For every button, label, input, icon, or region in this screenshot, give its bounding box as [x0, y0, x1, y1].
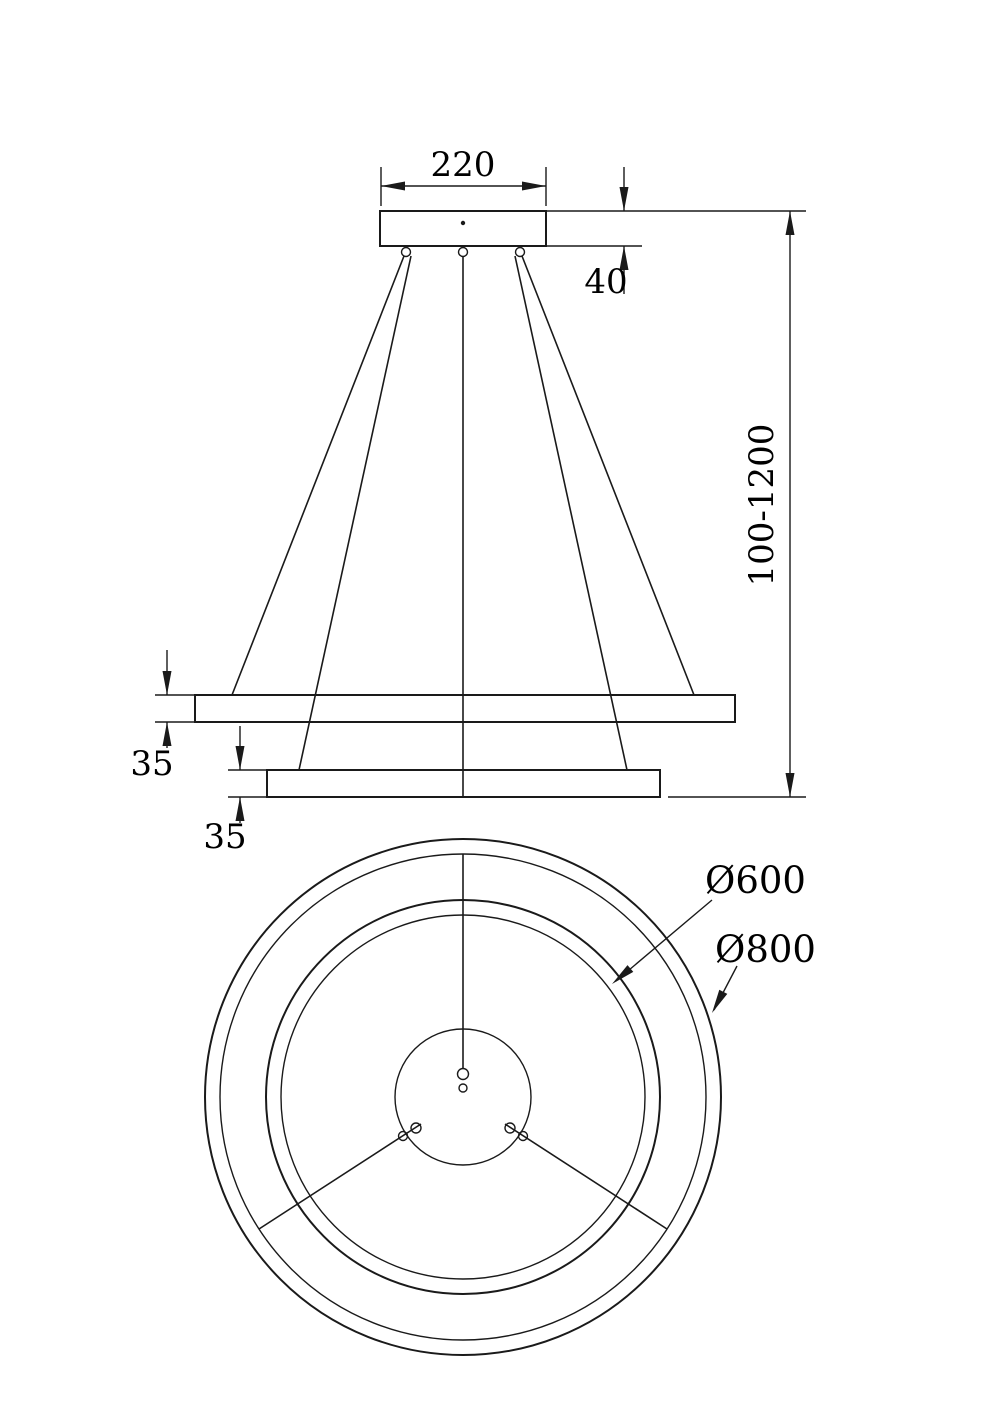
front-view: 220 40 100-1200 35 [130, 145, 806, 857]
plan-eyelet-top-b [458, 1083, 468, 1093]
outer-ring-outer-edge [204, 838, 722, 1356]
dim-text-canopy-height: 40 [584, 262, 627, 302]
arrowhead-down [619, 187, 629, 211]
arrowhead-left [381, 181, 405, 191]
suspension-wire-left-outer [231, 255, 405, 696]
plan-eyelet-left-b [397, 1130, 409, 1142]
wire-eyelet-left [400, 246, 412, 258]
dim-text-outer-ring-height: 35 [130, 744, 173, 784]
arrowhead-up [619, 246, 629, 270]
leader-outer-diameter: Ø800 [712, 928, 816, 1013]
arrowhead [612, 965, 634, 984]
suspension-wire-right-inner [514, 255, 628, 771]
plan-view: Ø600 Ø800 [204, 838, 816, 1356]
arrowhead-down [162, 671, 172, 695]
dim-suspension-range: 100-1200 [668, 211, 806, 798]
leader-line [615, 899, 713, 982]
wire-eyelet-right [514, 246, 526, 258]
outer-ring-profile [194, 694, 736, 723]
arrowhead-up [785, 211, 795, 235]
suspension-wire-left-inner [298, 255, 412, 771]
dim-canopy-height: 40 [546, 167, 806, 302]
arrowhead-up [162, 722, 172, 746]
suspension-wire-right-outer [521, 255, 695, 696]
dim-outer-ring-height: 35 [130, 650, 200, 784]
dim-text-canopy-width: 220 [431, 145, 496, 185]
canopy [379, 210, 547, 247]
dim-text-inner-ring-height: 35 [203, 817, 246, 857]
plan-eyelet-left-a [410, 1122, 422, 1134]
dim-text-suspension-range: 100-1200 [742, 424, 782, 587]
arrowhead [712, 989, 728, 1013]
dim-canopy-width: 220 [380, 145, 547, 206]
label-inner-diameter: Ø600 [705, 859, 806, 902]
arrowhead-right [522, 181, 546, 191]
arrowhead-down [235, 746, 245, 770]
plan-eyelet-top-a [456, 1067, 470, 1081]
dim-inner-ring-height: 35 [203, 726, 272, 857]
plan-eyelet-right-a [504, 1122, 516, 1134]
wire-eyelet-center [457, 246, 469, 258]
label-outer-diameter: Ø800 [715, 928, 816, 971]
leader-inner-diameter: Ø600 [612, 859, 806, 984]
plan-spoke-right [504, 1123, 668, 1230]
inner-ring-profile [266, 769, 661, 798]
arrowhead-down [785, 773, 795, 797]
canopy-top-hole [460, 220, 466, 226]
plan-spoke-left [258, 1123, 422, 1230]
arrowhead-up [235, 797, 245, 821]
plan-eyelet-right-b [517, 1130, 529, 1142]
